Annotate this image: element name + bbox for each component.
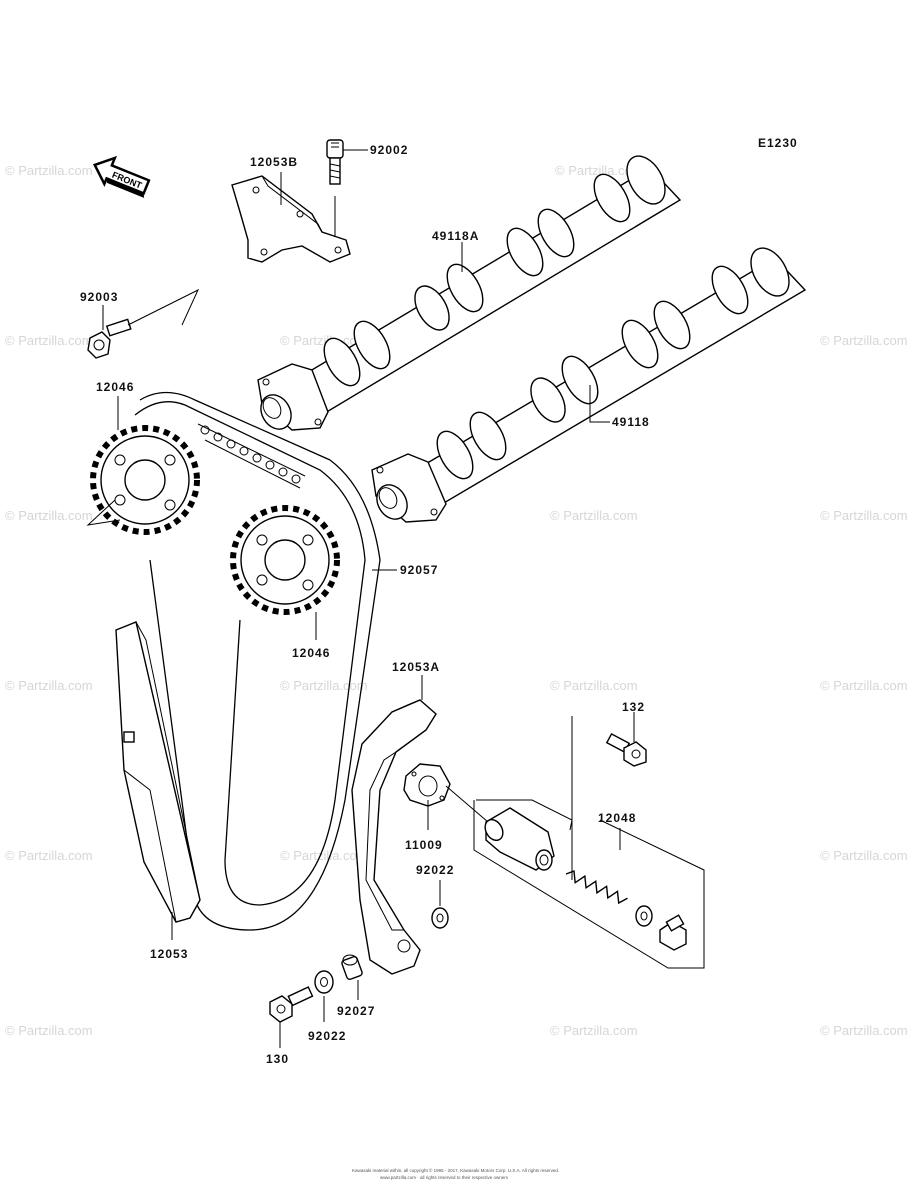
part-label-92003: 92003 [80, 290, 118, 304]
camshaft-49118A [257, 155, 682, 431]
tensioner-guide-12053A [351, 675, 437, 975]
part-label-132: 132 [622, 700, 645, 714]
sprocket-12046-top [86, 396, 200, 535]
part-label-49118: 49118 [612, 415, 650, 429]
watermark: © Partzilla.com [5, 333, 93, 348]
part-label-12046-bottom: 12046 [292, 646, 330, 660]
tensioner-spring [565, 870, 628, 905]
camshaft-lobes [323, 155, 666, 387]
bolt-92003 [87, 288, 200, 359]
bolt-92002 [326, 139, 368, 250]
part-label-92057: 92057 [400, 563, 438, 577]
sprocket-12046-bottom [230, 505, 340, 640]
part-label-49118A: 49118A [432, 229, 479, 243]
watermark: © Partzilla.com [280, 848, 368, 863]
camshaft-lobes [436, 247, 790, 480]
cam-chain-92057 [134, 391, 397, 931]
watermark: © Partzilla.com [550, 508, 638, 523]
part-label-12053B: 12053B [250, 155, 298, 169]
watermark: © Partzilla.com [820, 508, 908, 523]
camshaft-49118 [371, 247, 807, 523]
watermark: © Partzilla.com [550, 678, 638, 693]
watermark: © Partzilla.com [5, 848, 93, 863]
watermark: © Partzilla.com [555, 163, 643, 178]
copyright-line-1: Kawasaki material within, all copyright … [352, 1167, 559, 1173]
front-arrow-icon: FRONT [92, 155, 151, 198]
diagram-code: E1230 [758, 136, 798, 150]
watermark: © Partzilla.com [5, 678, 93, 693]
copyright-line-2: www.partzilla.com · all rights reserved … [380, 1175, 509, 1180]
watermark: © Partzilla.com [5, 163, 93, 178]
watermark: © Partzilla.com [5, 1023, 93, 1038]
watermark: © Partzilla.com [820, 848, 908, 863]
watermark: © Partzilla.com [820, 333, 908, 348]
guide-12053B [231, 172, 351, 263]
tensioner-cap-bolt [659, 914, 687, 951]
watermark: © Partzilla.com [5, 508, 93, 523]
part-label-92002: 92002 [370, 143, 408, 157]
chain-guide-12053 [115, 621, 201, 940]
gasket-11009 [403, 763, 489, 830]
watermark: © Partzilla.com [550, 1023, 638, 1038]
tensioner-assembly-12048 [473, 799, 705, 969]
part-label-92027: 92027 [337, 1004, 375, 1018]
washer-92022-right [431, 880, 449, 929]
part-label-11009: 11009 [405, 838, 443, 852]
part-label-12046-top: 12046 [96, 380, 134, 394]
part-label-92022-right: 92022 [416, 863, 454, 877]
tensioner-body [484, 807, 555, 871]
part-label-92022-bottom: 92022 [308, 1029, 346, 1043]
watermark: © Partzilla.com [820, 678, 908, 693]
collar-92027 [341, 954, 363, 1000]
watermark-layer: © Partzilla.com © Partzilla.com © Partzi… [5, 163, 908, 1038]
part-label-12053: 12053 [150, 947, 188, 961]
part-label-12048: 12048 [598, 811, 636, 825]
bolt-130 [269, 986, 314, 1048]
watermark: © Partzilla.com [820, 1023, 908, 1038]
chain-links [197, 423, 306, 489]
part-label-130: 130 [266, 1052, 289, 1066]
washer-92022-bottom [314, 970, 334, 1022]
part-label-12053A: 12053A [392, 660, 440, 674]
bolt-132 [571, 712, 647, 880]
watermark: © Partzilla.com [280, 678, 368, 693]
